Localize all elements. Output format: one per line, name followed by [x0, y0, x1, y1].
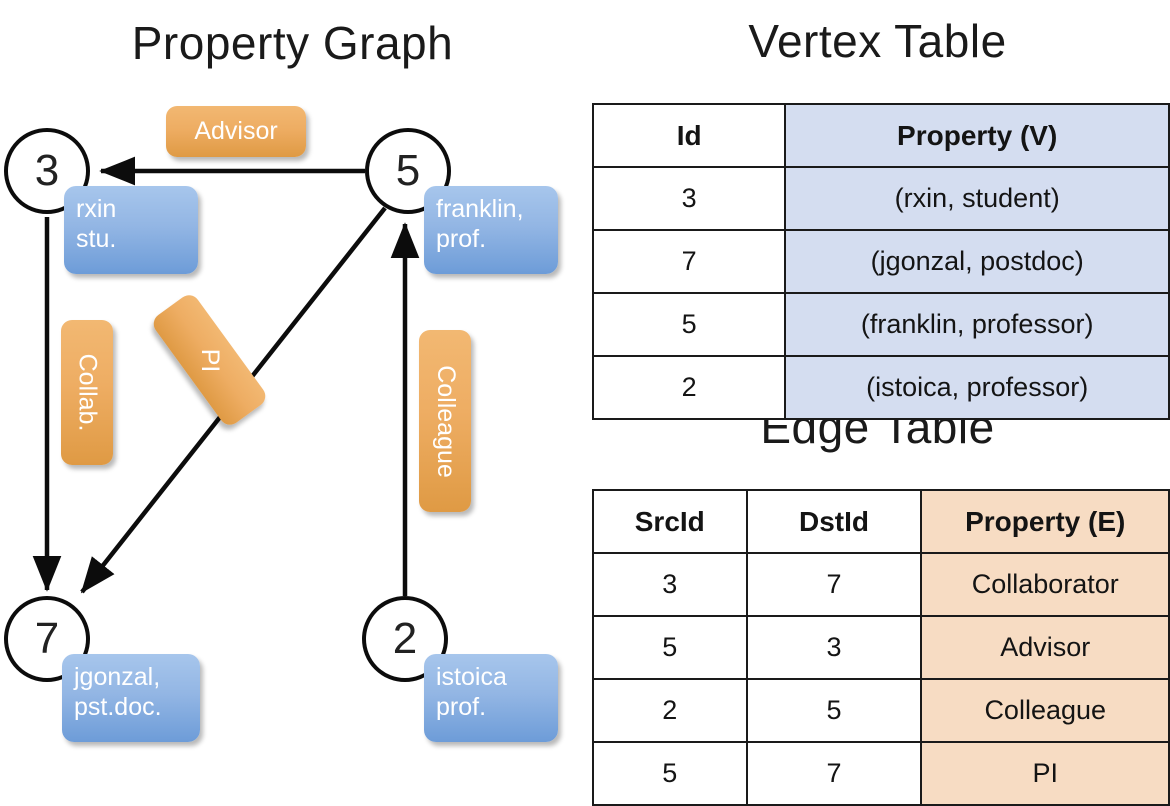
edge-cell-srcid: 2 — [592, 678, 748, 743]
table-row: 3 (rxin, student) — [591, 166, 1170, 231]
graph-node-3-label: 3 — [34, 146, 60, 195]
table-row: 5 (franklin, professor) — [591, 292, 1170, 357]
node-property-box-5[interactable]: franklin, prof. — [424, 186, 558, 274]
edge-cell-dstid: 7 — [745, 741, 923, 806]
edge-table: SrcId DstId Property (E) 3 7 Collaborato… — [592, 489, 1170, 806]
page-title-vertex-table: Vertex Table — [748, 15, 1007, 67]
graph-node-5-label: 5 — [395, 146, 421, 195]
table-row: 5 3 Advisor — [592, 615, 1170, 680]
table-row: 2 (istoica, professor) — [591, 355, 1170, 420]
edge-cell-srcid: 5 — [592, 741, 748, 806]
edge-table-header-row: SrcId DstId Property (E) — [592, 489, 1170, 554]
table-row: 5 7 PI — [592, 741, 1170, 806]
edge-cell-property: PI — [920, 741, 1170, 806]
vertex-cell-id: 3 — [591, 166, 787, 231]
vertex-table-header-id: Id — [591, 103, 787, 168]
edge-cell-srcid: 3 — [592, 552, 748, 617]
edge-label-pi-text: PI — [196, 348, 224, 372]
vertex-table-header-property: Property (V) — [784, 103, 1170, 168]
vertex-cell-id: 5 — [591, 292, 787, 357]
node-property-box-2[interactable]: istoica prof. — [424, 654, 558, 742]
property-graph-diagram: Advisor Collab. PI Colleague 3 5 7 2 rxi… — [0, 0, 585, 760]
edge-label-collab[interactable]: Collab. — [61, 320, 113, 465]
edge-table-header-srcid: SrcId — [592, 489, 748, 554]
vertex-cell-id: 2 — [591, 355, 787, 420]
edge-cell-property: Collaborator — [920, 552, 1170, 617]
edge-table-header-dstid: DstId — [745, 489, 923, 554]
vertex-cell-property: (rxin, student) — [784, 166, 1170, 231]
edge-cell-dstid: 5 — [745, 678, 923, 743]
vertex-cell-property: (istoica, professor) — [784, 355, 1170, 420]
edge-cell-srcid: 5 — [592, 615, 748, 680]
node-property-box-3[interactable]: rxin stu. — [64, 186, 198, 274]
edge-label-colleague[interactable]: Colleague — [419, 330, 471, 512]
table-row: 3 7 Collaborator — [592, 552, 1170, 617]
table-row: 7 (jgonzal, postdoc) — [591, 229, 1170, 294]
node-property-box-7[interactable]: jgonzal, pst.doc. — [62, 654, 200, 742]
page-title-property-graph: Property Graph — [131, 17, 454, 69]
edge-label-advisor[interactable]: Advisor — [166, 106, 306, 157]
graph-node-2-label: 2 — [392, 614, 418, 663]
edge-label-pi[interactable]: PI — [149, 290, 270, 430]
edge-cell-dstid: 7 — [745, 552, 923, 617]
vertex-cell-id: 7 — [591, 229, 787, 294]
edge-label-colleague-text: Colleague — [431, 364, 460, 478]
edge-cell-property: Advisor — [920, 615, 1170, 680]
graph-node-7-label: 7 — [34, 614, 60, 663]
edge-cell-dstid: 3 — [745, 615, 923, 680]
edge-cell-property: Colleague — [920, 678, 1170, 743]
edge-label-advisor-text: Advisor — [194, 117, 278, 145]
vertex-cell-property: (franklin, professor) — [784, 292, 1170, 357]
edge-label-collab-text: Collab. — [73, 353, 102, 432]
table-row: 2 5 Colleague — [592, 678, 1170, 743]
vertex-table: Id Property (V) 3 (rxin, student) 7 (jgo… — [591, 103, 1170, 420]
edge-table-header-property: Property (E) — [920, 489, 1170, 554]
vertex-table-header-row: Id Property (V) — [591, 103, 1170, 168]
vertex-cell-property: (jgonzal, postdoc) — [784, 229, 1170, 294]
